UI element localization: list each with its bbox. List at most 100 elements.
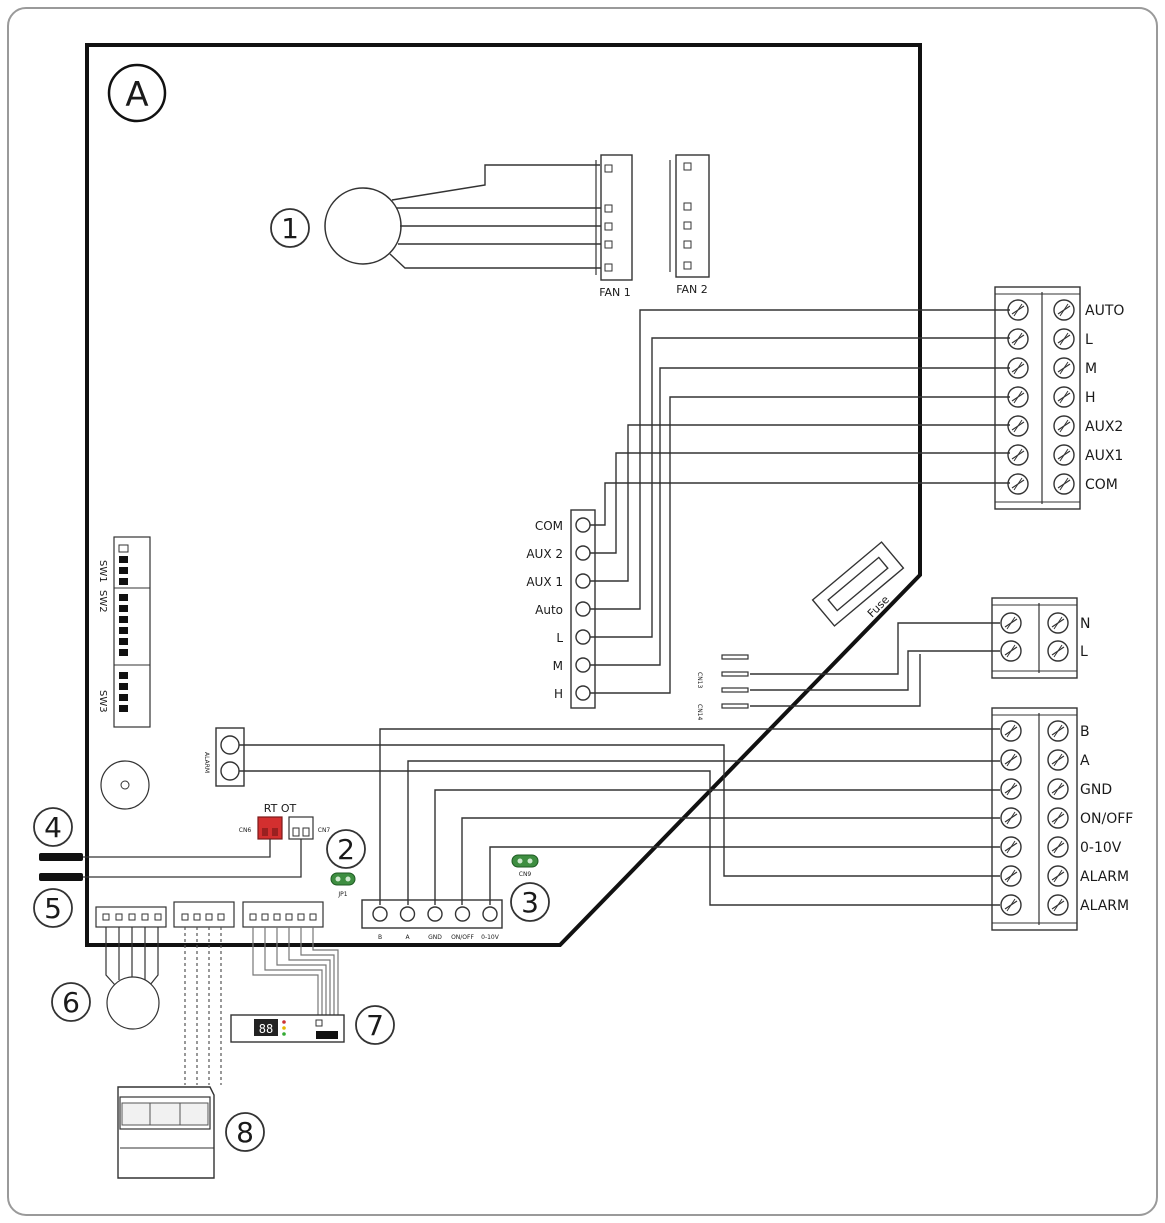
tb1-label: COM	[1085, 477, 1118, 493]
tb3-label: ALARM	[1080, 898, 1129, 914]
dip-sw1-label: SW1	[97, 560, 108, 583]
tb3-screw-right	[1047, 836, 1069, 858]
fan2-label: FAN 2	[676, 283, 708, 296]
header-label: H	[554, 687, 563, 701]
dip-sw3-label: SW3	[97, 690, 108, 713]
bottom-header-label: ON/OFF	[451, 934, 474, 941]
header-wire	[590, 309, 1010, 610]
header-pin	[575, 601, 591, 617]
alarm-output-label: ALARM	[203, 752, 210, 773]
bottom-connector-2	[173, 901, 235, 928]
tb3-screw-left	[1000, 749, 1022, 771]
cn7-label: CN7	[318, 827, 331, 834]
fan2-connector	[669, 154, 710, 278]
header-pin	[575, 657, 591, 673]
header-wire	[590, 337, 1010, 638]
tb3-screw-left	[1000, 865, 1022, 887]
tb2-screw-right	[1047, 640, 1069, 662]
alarm-output-connector	[215, 727, 245, 787]
alarm-wires	[239, 744, 1000, 906]
header-pin	[575, 685, 591, 701]
callout-6-circle	[51, 982, 91, 1022]
tb3-screw-right	[1047, 807, 1069, 829]
cn13-label: CN13	[696, 672, 703, 688]
header-label: COM	[535, 519, 563, 533]
tb3-screw-left	[1000, 836, 1022, 858]
jp1-jumper	[330, 872, 356, 886]
tb1-label: AUTO	[1085, 303, 1124, 319]
pcb-outline	[85, 43, 922, 947]
bottom-header-pin	[427, 906, 443, 922]
tb1-screw-right	[1053, 328, 1075, 350]
callout-1: 1	[281, 212, 299, 245]
header-wire	[590, 482, 1010, 526]
tb3-screw-left	[1000, 778, 1022, 800]
tb1-screw-left	[1007, 328, 1029, 350]
tb1-screw-left	[1007, 386, 1029, 408]
header-pin	[575, 629, 591, 645]
callout-7: 7	[366, 1009, 384, 1042]
tb1-screw-left	[1007, 357, 1029, 379]
bottom-connector-3	[242, 901, 324, 928]
tb3-screw-left	[1000, 807, 1022, 829]
tb3-label: B	[1080, 724, 1090, 740]
bottom-header-pin	[454, 906, 471, 922]
callout-5-circle	[33, 888, 73, 928]
rt-ot-label: RT OT	[264, 802, 297, 815]
dip-switch-bank	[113, 536, 151, 728]
bottom-header-label: B	[378, 934, 382, 941]
tb3-screw-right	[1047, 778, 1069, 800]
fan-motor	[324, 164, 610, 269]
tb1-screw-right	[1053, 299, 1075, 321]
tb3-screw-left	[1000, 720, 1022, 742]
tb1-screw-left	[1007, 473, 1029, 495]
fan1-connector	[595, 154, 633, 281]
tb1-label: AUX1	[1085, 448, 1123, 464]
cn13-cn14-pins	[721, 654, 749, 709]
cn14-label: CN14	[696, 704, 703, 720]
tb1-screw-right	[1053, 473, 1075, 495]
callout-2-circle	[326, 829, 366, 869]
tb1-screw-right	[1053, 357, 1075, 379]
header-pin	[575, 517, 591, 533]
tb2-screw-left	[1000, 640, 1022, 662]
callout-6: 6	[62, 986, 80, 1019]
header-wire	[590, 452, 1010, 554]
header-pin	[575, 545, 591, 561]
board-label: A	[125, 75, 148, 115]
callout-5: 5	[44, 892, 62, 925]
header-wire	[590, 396, 1010, 694]
header-label: AUX 2	[526, 547, 563, 561]
jp1-label: JP1	[337, 891, 347, 898]
tb2-screw-right	[1047, 612, 1069, 634]
bottom-header-pin	[372, 906, 388, 922]
tb1-label: AUX2	[1085, 419, 1123, 435]
header-label: AUX 1	[526, 575, 563, 589]
header-pin	[575, 573, 591, 589]
bottom-header-pin	[399, 906, 416, 922]
cn9-jumper	[511, 854, 539, 868]
tb3-label: A	[1080, 753, 1090, 769]
display-digits: 88	[259, 1022, 273, 1036]
tb1-screw-left	[1007, 444, 1029, 466]
header-label: Auto	[535, 603, 563, 617]
bottom-header-label: GND	[428, 934, 442, 941]
fan1-label: FAN 1	[599, 286, 631, 299]
board-label-circle	[107, 63, 167, 123]
callout-2: 2	[337, 833, 355, 866]
tb2-label: N	[1080, 616, 1090, 632]
dip-sw2-label: SW2	[97, 590, 108, 613]
bottom-header-pin	[482, 906, 498, 922]
modbus-control-wires	[379, 728, 1000, 905]
callout-1-circle	[270, 208, 310, 248]
callout-4: 4	[44, 811, 62, 844]
tb3-label: 0-10V	[1080, 840, 1122, 856]
fuse	[811, 541, 905, 627]
sensor-probes	[39, 853, 83, 881]
tb1-screw-left	[1007, 299, 1029, 321]
header-label: M	[553, 659, 563, 673]
bottom-header-label: A	[405, 934, 410, 941]
callout-4-circle	[33, 807, 73, 847]
bottom-header-label: 0-10V	[481, 934, 500, 941]
